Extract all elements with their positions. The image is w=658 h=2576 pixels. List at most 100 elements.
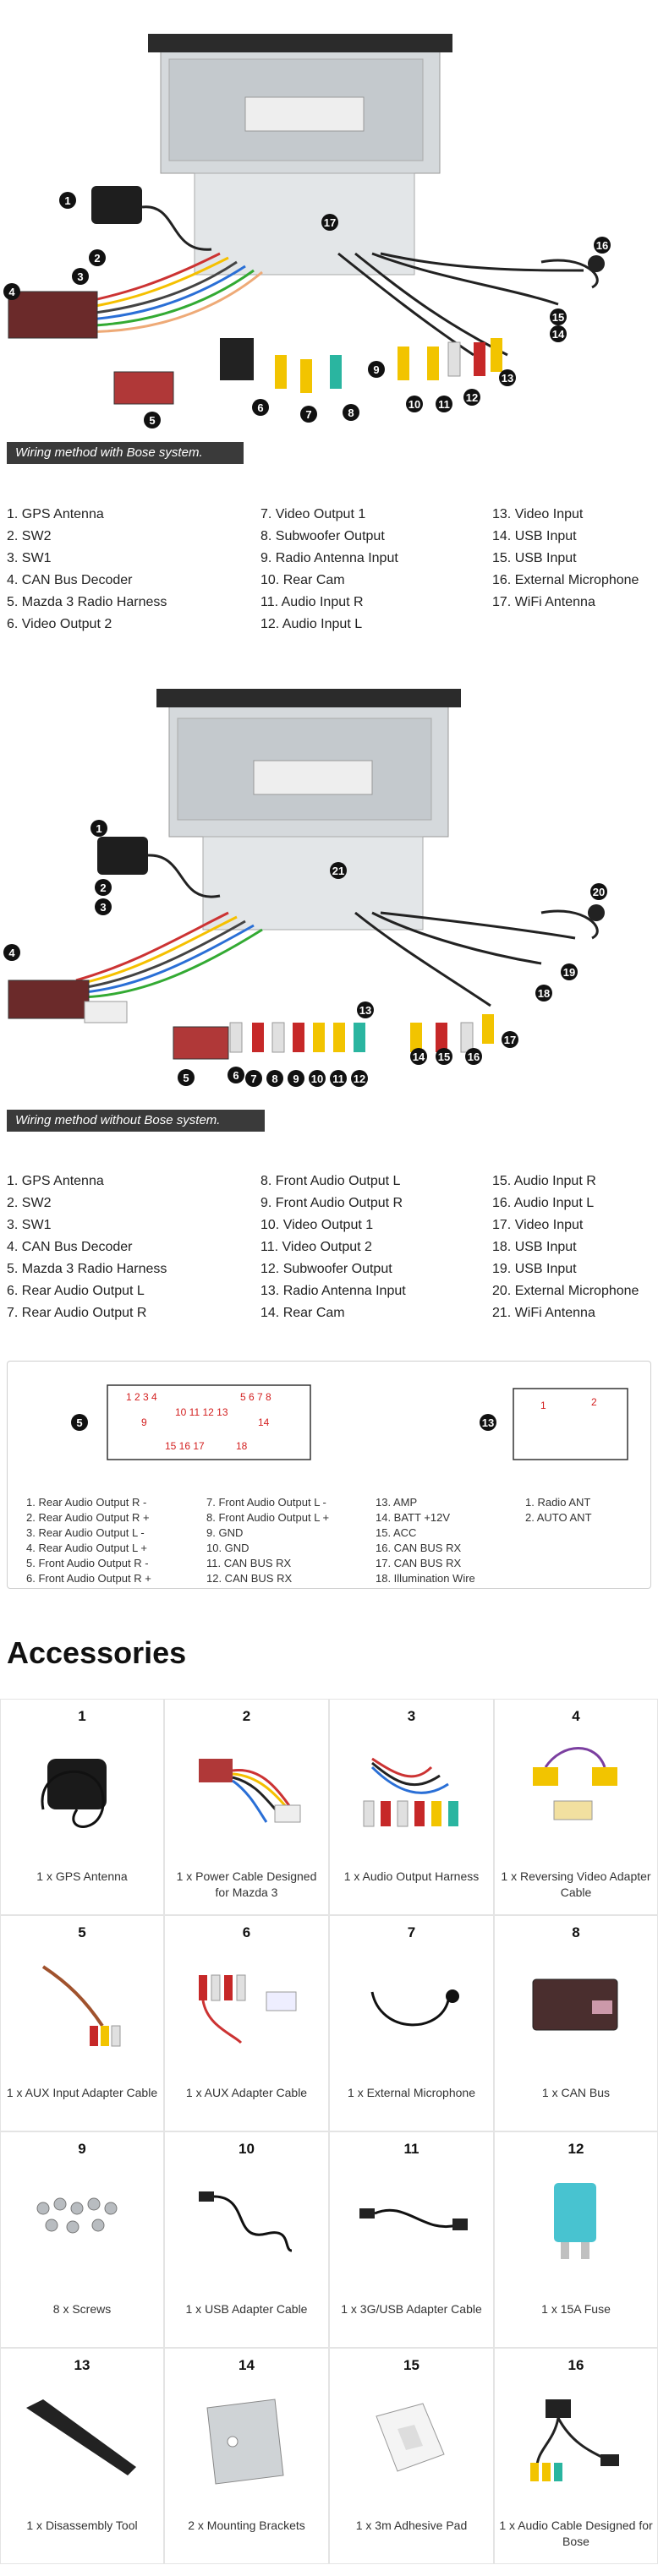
svg-text:2: 2: [94, 252, 100, 265]
diagram2-legend: 1. GPS Antenna 2. SW2 3. SW1 4. CAN Bus …: [0, 1171, 658, 1331]
accessory-number: 2: [242, 1708, 251, 1724]
pin-item: 13. AMP: [376, 1496, 418, 1509]
legend-item: 6. Rear Audio Output L: [7, 1284, 145, 1298]
legend-item: 21. WiFi Antenna: [492, 1306, 595, 1320]
svg-text:7: 7: [250, 1072, 256, 1085]
legend-item: 11. Video Output 2: [260, 1240, 372, 1254]
accessory-item: 3 1 x Audio Output Harness: [329, 1699, 494, 1915]
legend-item: 2. SW2: [7, 529, 52, 543]
svg-text:18: 18: [236, 1440, 248, 1452]
legend-item: 15. Audio Input R: [492, 1174, 596, 1188]
pin-item: 14. BATT +12V: [376, 1511, 451, 1524]
svg-text:14: 14: [258, 1416, 270, 1428]
svg-text:11: 11: [438, 398, 450, 411]
svg-text:12: 12: [354, 1072, 365, 1085]
power-cable-icon: [199, 1759, 301, 1823]
diagram1-legend: 1. GPS Antenna 2. SW2 3. SW1 4. CAN Bus …: [0, 504, 658, 647]
pin-item: 8. Front Audio Output L +: [206, 1511, 330, 1524]
svg-text:3: 3: [77, 270, 83, 283]
accessory-number: 13: [74, 2357, 90, 2373]
legend-item: 8. Front Audio Output L: [260, 1174, 401, 1188]
accessory-label: 1 x 3m Adhesive Pad: [355, 2519, 468, 2532]
bracket-icon: [206, 2399, 284, 2485]
legend-item: 4. CAN Bus Decoder: [7, 1240, 133, 1254]
legend-col-3: 15. Audio Input R 16. Audio Input L 17. …: [492, 1171, 639, 1324]
accessory-number: 12: [568, 2141, 584, 2157]
legend-item: 1. GPS Antenna: [7, 1174, 104, 1188]
accessory-label: 1 x Reversing Video Adapter Cable: [501, 1869, 651, 1899]
legend-item: 14. USB Input: [492, 529, 577, 543]
svg-text:2: 2: [100, 881, 106, 894]
legend-item: 3. SW1: [7, 1218, 52, 1232]
pin-list-antenna: 1. Radio ANT 2. AUTO ANT: [525, 1495, 592, 1525]
legend-item: 10. Rear Cam: [260, 573, 345, 587]
gps-antenna-icon: [41, 1759, 107, 1828]
svg-text:11: 11: [332, 1072, 344, 1085]
video-adapter-icon: [533, 1747, 617, 1820]
accessory-label: 2 x Mounting Brackets: [188, 2519, 305, 2532]
svg-text:1: 1: [96, 822, 101, 835]
accessory-item: 9 8 x Screws: [0, 2131, 164, 2348]
legend-item: 17. WiFi Antenna: [492, 595, 595, 609]
accessory-number: 6: [242, 1924, 251, 1940]
legend-item: 5. Mazda 3 Radio Harness: [7, 1262, 167, 1276]
legend-item: 9. Front Audio Output R: [260, 1196, 403, 1210]
accessory-item: 11 1 x 3G/USB Adapter Cable: [329, 2131, 494, 2348]
3g-usb-cable-icon: [359, 2208, 468, 2230]
wiring-diagram-bose-illustration: 1 2 3 4 5 6 7 8 9 10 11 12 13 14 15 16 1…: [3, 34, 611, 428]
legend-item: 16. Audio Input L: [492, 1196, 595, 1210]
accessory-number: 10: [239, 2141, 255, 2157]
legend-item: 20. External Microphone: [492, 1284, 639, 1298]
svg-text:5 6 7 8: 5 6 7 8: [240, 1391, 271, 1403]
legend-item: 16. External Microphone: [492, 573, 639, 587]
svg-text:21: 21: [332, 865, 344, 877]
diagram2-caption-bar: Wiring method without Bose system.: [7, 1110, 265, 1132]
svg-text:10 11 12 13: 10 11 12 13: [175, 1406, 228, 1418]
svg-text:13: 13: [502, 372, 513, 385]
legend-item: 17. Video Input: [492, 1218, 584, 1232]
accessory-label: 1 x Disassembly Tool: [26, 2519, 138, 2532]
aux-adapter-icon: [199, 1974, 297, 2044]
svg-text:15 16 17: 15 16 17: [165, 1440, 205, 1452]
svg-text:1: 1: [540, 1400, 546, 1411]
svg-text:3: 3: [100, 901, 106, 914]
accessory-number: 16: [568, 2357, 584, 2373]
accessory-item: 7 1 x External Microphone: [329, 1915, 494, 2131]
accessory-item: 8 1 x CAN Bus: [494, 1915, 658, 2131]
legend-item: 7. Video Output 1: [260, 507, 366, 521]
svg-text:13: 13: [359, 1004, 371, 1017]
pin-item: 16. CAN BUS RX: [376, 1542, 462, 1554]
legend-item: 11. Audio Input R: [260, 595, 364, 609]
connector5-callout: 5: [76, 1416, 82, 1429]
accessory-number: 3: [407, 1708, 416, 1724]
accessory-item: 2 1 x Power Cable Designed for Mazda 3: [164, 1699, 329, 1915]
svg-text:7: 7: [305, 408, 311, 421]
accessory-item: 10 1 x USB Adapter Cable: [164, 2131, 329, 2348]
legend-item: 7. Rear Audio Output R: [7, 1306, 147, 1320]
pin-item: 9. GND: [206, 1526, 244, 1539]
pry-tool-icon: [26, 2399, 136, 2475]
legend-item: 9. Radio Antenna Input: [260, 551, 398, 565]
svg-text:1 2 3 4: 1 2 3 4: [126, 1391, 157, 1403]
accessory-label: 1 x Audio Cable Designed for Bose: [499, 2519, 653, 2548]
legend-col-1: 1. GPS Antenna 2. SW2 3. SW1 4. CAN Bus …: [7, 504, 167, 636]
svg-text:1: 1: [64, 194, 70, 207]
fuse-icon: [554, 2183, 596, 2259]
microphone-icon: [370, 1989, 459, 2027]
svg-text:8: 8: [271, 1072, 277, 1085]
svg-text:6: 6: [233, 1069, 239, 1082]
svg-text:6: 6: [257, 401, 263, 414]
accessory-label: 1 x External Microphone: [348, 2086, 475, 2099]
wiring-diagram-no-bose-illustration: 1 2 3 4 5 6 7 8 9 10 11 12 13 14 15 16 1…: [3, 689, 607, 1087]
svg-text:9: 9: [293, 1072, 299, 1085]
aux-input-icon: [41, 1965, 121, 2047]
accessory-item: 5 1 x AUX Input Adapter Cable: [0, 1915, 164, 2131]
diagram1-caption-bar: Wiring method with Bose system.: [7, 442, 244, 464]
svg-text:17: 17: [324, 216, 336, 229]
accessory-item: 14 2 x Mounting Brackets: [164, 2348, 329, 2564]
pin-item: 6. Front Audio Output R +: [26, 1572, 151, 1585]
bose-cable-icon: [530, 2399, 619, 2481]
accessories-title: Accessories: [7, 1635, 187, 1670]
legend-item: 12. Subwoofer Output: [260, 1262, 392, 1276]
pin-item: 1. Radio ANT: [525, 1496, 591, 1509]
